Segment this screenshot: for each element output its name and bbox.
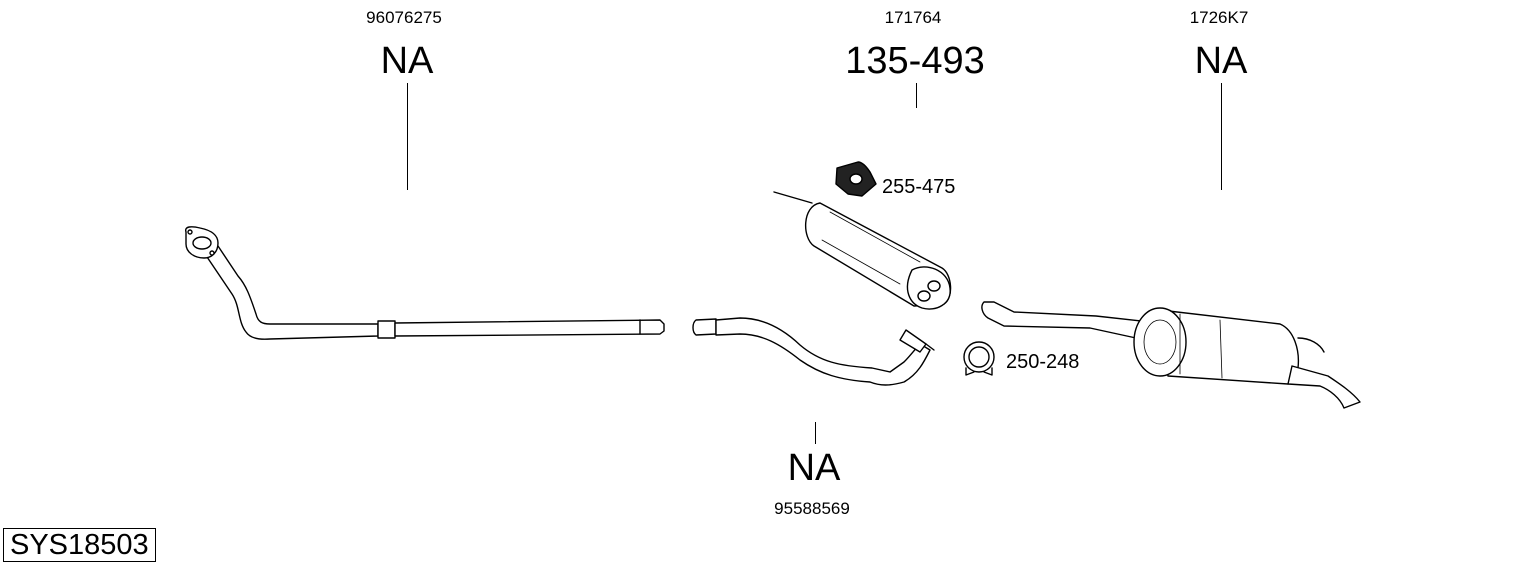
middle-box-drawing [773, 191, 952, 310]
middle-pipe-part-number: NA [787, 447, 841, 489]
clamp-drawing [963, 341, 995, 376]
front-pipe-oem-number: 96076275 [366, 8, 442, 27]
front-pipe-part-number: NA [380, 40, 434, 82]
rear-box-oem-number: 1726K7 [1189, 8, 1249, 27]
gasket-part-number: 255-475 [882, 176, 956, 198]
middle-pipe-drawing [692, 317, 935, 386]
middle-box-part-number: 135-493 [845, 40, 985, 82]
rear-box-part-number: NA [1194, 40, 1248, 82]
gasket-drawing [835, 161, 877, 197]
middle-pipe-oem-number: 95588569 [774, 499, 850, 518]
clamp-part-number: 250-248 [1006, 351, 1080, 373]
system-code-box: SYS18503 [3, 528, 156, 563]
rear-box-drawing [981, 301, 1361, 409]
middle-box-leader-line [916, 83, 918, 108]
middle-pipe-leader-line [815, 422, 817, 444]
front-pipe-leader-line [407, 83, 409, 190]
rear-box-leader-line [1221, 83, 1223, 190]
front-pipe-drawing [185, 226, 665, 340]
middle-box-oem-number: 171764 [884, 8, 942, 27]
